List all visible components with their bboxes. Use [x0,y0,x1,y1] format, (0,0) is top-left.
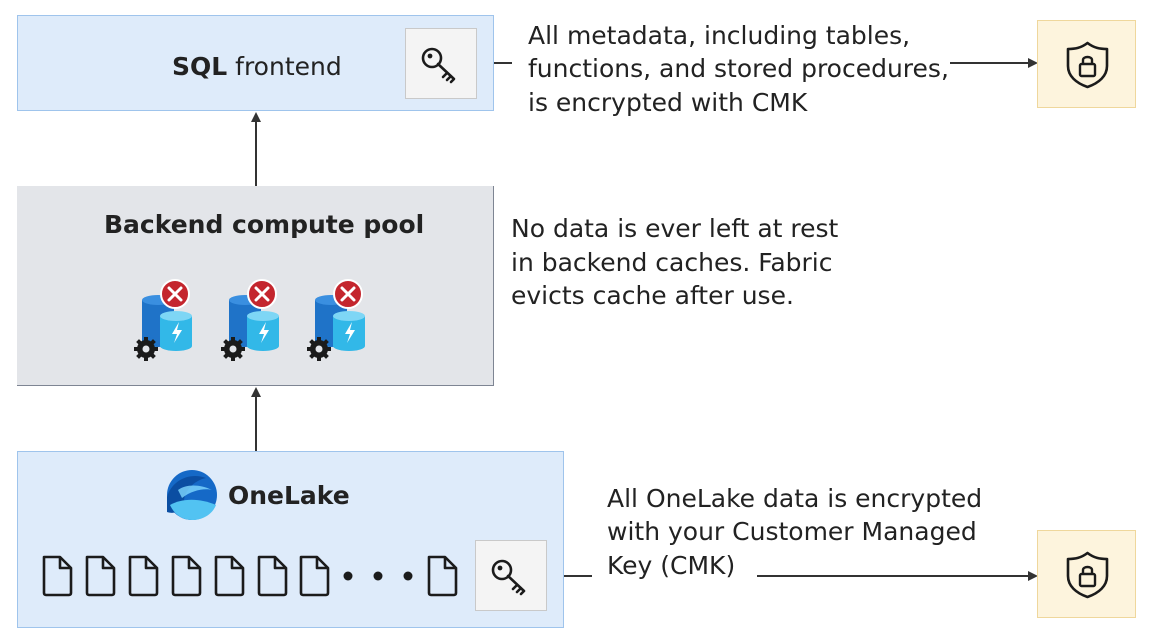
sql-note-line-2: functions, and stored procedures, [528,54,949,83]
sql-note-line-3: is encrypted with CMK [528,88,808,117]
sql-title-rest: frontend [235,52,342,81]
backend-note-line-1: No data is ever left at rest [511,214,839,243]
onelake-box: OneLake [17,451,564,628]
onelake-note-line-3: Key (CMK) [607,551,736,580]
onelake-key-box [475,540,547,611]
sql-key-box [405,28,477,99]
onelake-lock-box [1037,530,1136,618]
sql-note-line-1: All metadata, including tables, [528,21,911,50]
onelake-title: OneLake [228,481,350,510]
sql-title-bold: SQL [172,52,228,81]
onelake-note-line-2: with your Customer Managed [607,517,977,546]
backend-note-line-3: evicts cache after use. [511,281,794,310]
key-icon [491,559,526,596]
sql-frontend-title: SQL frontend [172,52,342,81]
shield-lock-icon [1066,41,1109,89]
backend-note-line-2: in backend caches. Fabric [511,248,833,277]
backend-compute-pool-box: Backend compute pool [17,186,494,386]
key-icon [421,47,456,84]
backend-title: Backend compute pool [104,210,425,239]
onelake-note-line-1: All OneLake data is encrypted [607,484,983,513]
sql-lock-box [1037,20,1136,108]
shield-lock-icon [1066,551,1109,599]
